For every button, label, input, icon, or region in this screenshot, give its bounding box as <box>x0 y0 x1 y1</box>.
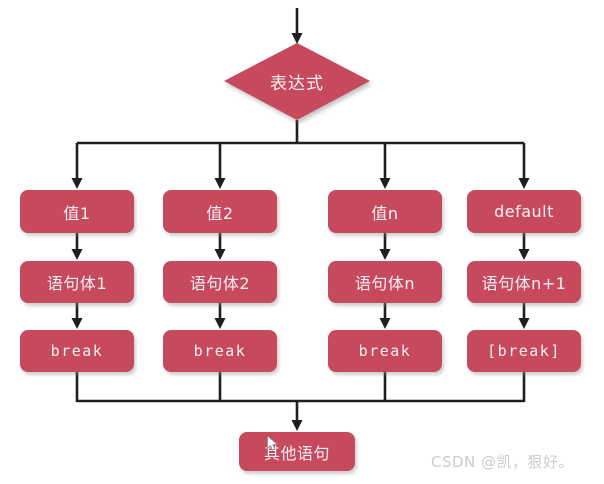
statement-body-node-2: 语句体2 <box>163 261 277 303</box>
statement-body-node-n1: 语句体n+1 <box>467 261 581 303</box>
statement-body-node-1: 语句体1 <box>20 261 134 303</box>
break-node-1: break <box>20 330 134 372</box>
case-value-node-2: 值2 <box>163 190 277 233</box>
decision-diamond-shape <box>224 43 370 120</box>
break-node-default: [break] <box>467 330 581 372</box>
break-node-n: break <box>328 330 442 372</box>
end-node: 其他语句 <box>239 432 355 471</box>
case-value-node-default: default <box>467 190 581 233</box>
flow-wires <box>75 8 526 420</box>
mouse-cursor-icon <box>267 435 279 451</box>
break-node-2: break <box>163 330 277 372</box>
watermark: CSDN @凯，狠好。 <box>431 453 575 471</box>
decision-node-label: 表达式 <box>270 73 324 94</box>
case-value-node-n: 值n <box>328 190 442 233</box>
statement-body-node-n: 语句体n <box>328 261 442 303</box>
case-value-node-1: 值1 <box>20 190 134 233</box>
